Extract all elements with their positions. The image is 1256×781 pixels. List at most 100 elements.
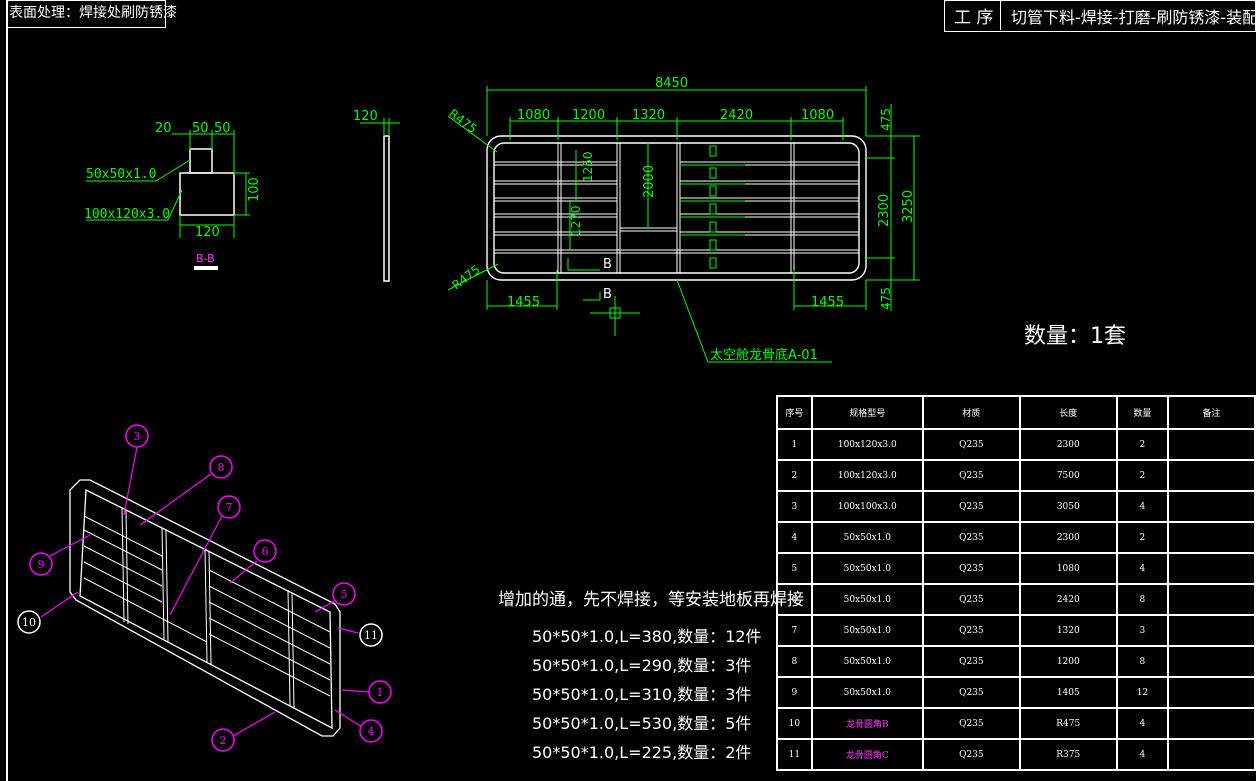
balloon-8: 8 <box>218 461 225 474</box>
cell-material: Q235 <box>921 552 1021 585</box>
cell-qty: 4 <box>1115 552 1170 585</box>
cell-remark <box>1167 521 1256 554</box>
cell-remark <box>1167 645 1256 678</box>
balloon-3: 3 <box>134 430 141 443</box>
process-divider <box>1000 0 1001 30</box>
header-qty: 数量 <box>1115 395 1170 430</box>
dim-2000: 2000 <box>642 165 657 198</box>
cell-qty: 3 <box>1115 614 1170 647</box>
cell-spec: 50x50x1.0 <box>810 614 924 647</box>
tube-large-label: 100x120x3.0 <box>84 207 170 222</box>
section-dimensions <box>86 130 250 238</box>
cell-no: 7 <box>776 614 813 647</box>
note-line: 50*50*1.0,L=225,数量：2件 <box>532 743 752 762</box>
note-line: 50*50*1.0,L=290,数量：3件 <box>532 656 752 675</box>
cell-no: 6 <box>776 583 813 616</box>
dim-50a: 50 <box>192 121 209 136</box>
cell-remark <box>1167 459 1256 492</box>
section-view <box>179 148 235 216</box>
notes-block: 增加的通，先不焊接，等安装地板再焊接 50*50*1.0,L=380,数量：12… <box>498 585 804 767</box>
cell-material: Q235 <box>921 583 1021 616</box>
cell-spec: 100x100x3.0 <box>810 490 924 523</box>
isometric-view <box>69 479 341 737</box>
balloon-10: 10 <box>22 616 36 629</box>
cell-remark <box>1167 552 1256 585</box>
part-name: 太空舱龙骨底A-01 <box>710 347 818 363</box>
cell-remark <box>1167 738 1256 771</box>
balloon-5: 5 <box>341 588 348 601</box>
dim-3250: 3250 <box>901 190 916 223</box>
segment-1: 1080 <box>517 108 550 123</box>
segment-4: 2420 <box>720 108 753 123</box>
cell-material: Q235 <box>921 428 1021 461</box>
cell-length: 1080 <box>1018 552 1118 585</box>
cell-remark <box>1167 676 1256 709</box>
cell-spec: 100x120x3.0 <box>810 428 924 461</box>
dim-1455-left: 1455 <box>507 295 540 310</box>
side-view: 120 <box>353 109 400 282</box>
segment-5: 1080 <box>801 108 834 123</box>
section-underline <box>194 266 218 270</box>
cell-material: Q235 <box>921 459 1021 492</box>
cut-label-b1: B <box>603 257 612 272</box>
balloon-6: 6 <box>262 545 269 558</box>
cell-length: R475 <box>1018 707 1118 740</box>
cell-remark <box>1167 428 1256 461</box>
quantity-label: 数量：1套 <box>1024 324 1126 349</box>
cell-qty: 2 <box>1115 459 1170 492</box>
header-length: 长度 <box>1018 395 1118 430</box>
cell-qty: 2 <box>1115 428 1170 461</box>
side-dim-120: 120 <box>353 109 378 124</box>
dim-50b: 50 <box>214 121 231 136</box>
surface-treatment-box <box>6 0 166 28</box>
cell-qty: 4 <box>1115 707 1170 740</box>
iso-frame-outer <box>69 479 341 737</box>
cell-length: 7500 <box>1018 459 1118 492</box>
cell-qty: 12 <box>1115 676 1170 709</box>
tube-small-outline <box>189 148 213 174</box>
balloons <box>17 424 392 752</box>
cell-qty: 4 <box>1115 490 1170 523</box>
cell-no: 3 <box>776 490 813 523</box>
cell-no: 10 <box>776 707 813 740</box>
cell-qty: 4 <box>1115 738 1170 771</box>
dim-1270: 1270 <box>569 205 583 236</box>
segment-2: 1200 <box>572 108 605 123</box>
cell-material: Q235 <box>921 645 1021 678</box>
balloon-1: 1 <box>377 686 384 699</box>
dim-1250: 1250 <box>581 151 595 182</box>
cell-no: 8 <box>776 645 813 678</box>
cell-remark <box>1167 707 1256 740</box>
cell-no: 1 <box>776 428 813 461</box>
cell-length: 1320 <box>1018 614 1118 647</box>
cell-length: 1405 <box>1018 676 1118 709</box>
cell-remark <box>1167 490 1256 523</box>
balloon-4: 4 <box>368 725 375 738</box>
balloon-9: 9 <box>38 558 45 571</box>
section-label: B-B <box>196 252 215 265</box>
segment-3: 1320 <box>632 108 665 123</box>
tube-large-outline <box>179 172 235 216</box>
iso-frame-inner <box>79 488 333 730</box>
cell-spec: 50x50x1.0 <box>810 676 924 709</box>
dim-475-bottom: 475 <box>879 287 893 310</box>
cell-length: 3050 <box>1018 490 1118 523</box>
cell-no: 11 <box>776 738 813 771</box>
note-line: 50*50*1.0,L=530,数量：5件 <box>532 714 752 733</box>
dim-475-top: 475 <box>879 108 893 131</box>
header-remark: 备注 <box>1167 395 1256 430</box>
cell-no: 9 <box>776 676 813 709</box>
tube-small-label: 50x50x1.0 <box>86 167 156 182</box>
cell-qty: 2 <box>1115 521 1170 554</box>
cell-spec: 50x50x1.0 <box>810 583 924 616</box>
cell-spec: 50x50x1.0 <box>810 645 924 678</box>
note-line: 50*50*1.0,L=310,数量：3件 <box>532 685 752 704</box>
cell-material: Q235 <box>921 707 1021 740</box>
radius-top: R475 <box>446 106 479 136</box>
